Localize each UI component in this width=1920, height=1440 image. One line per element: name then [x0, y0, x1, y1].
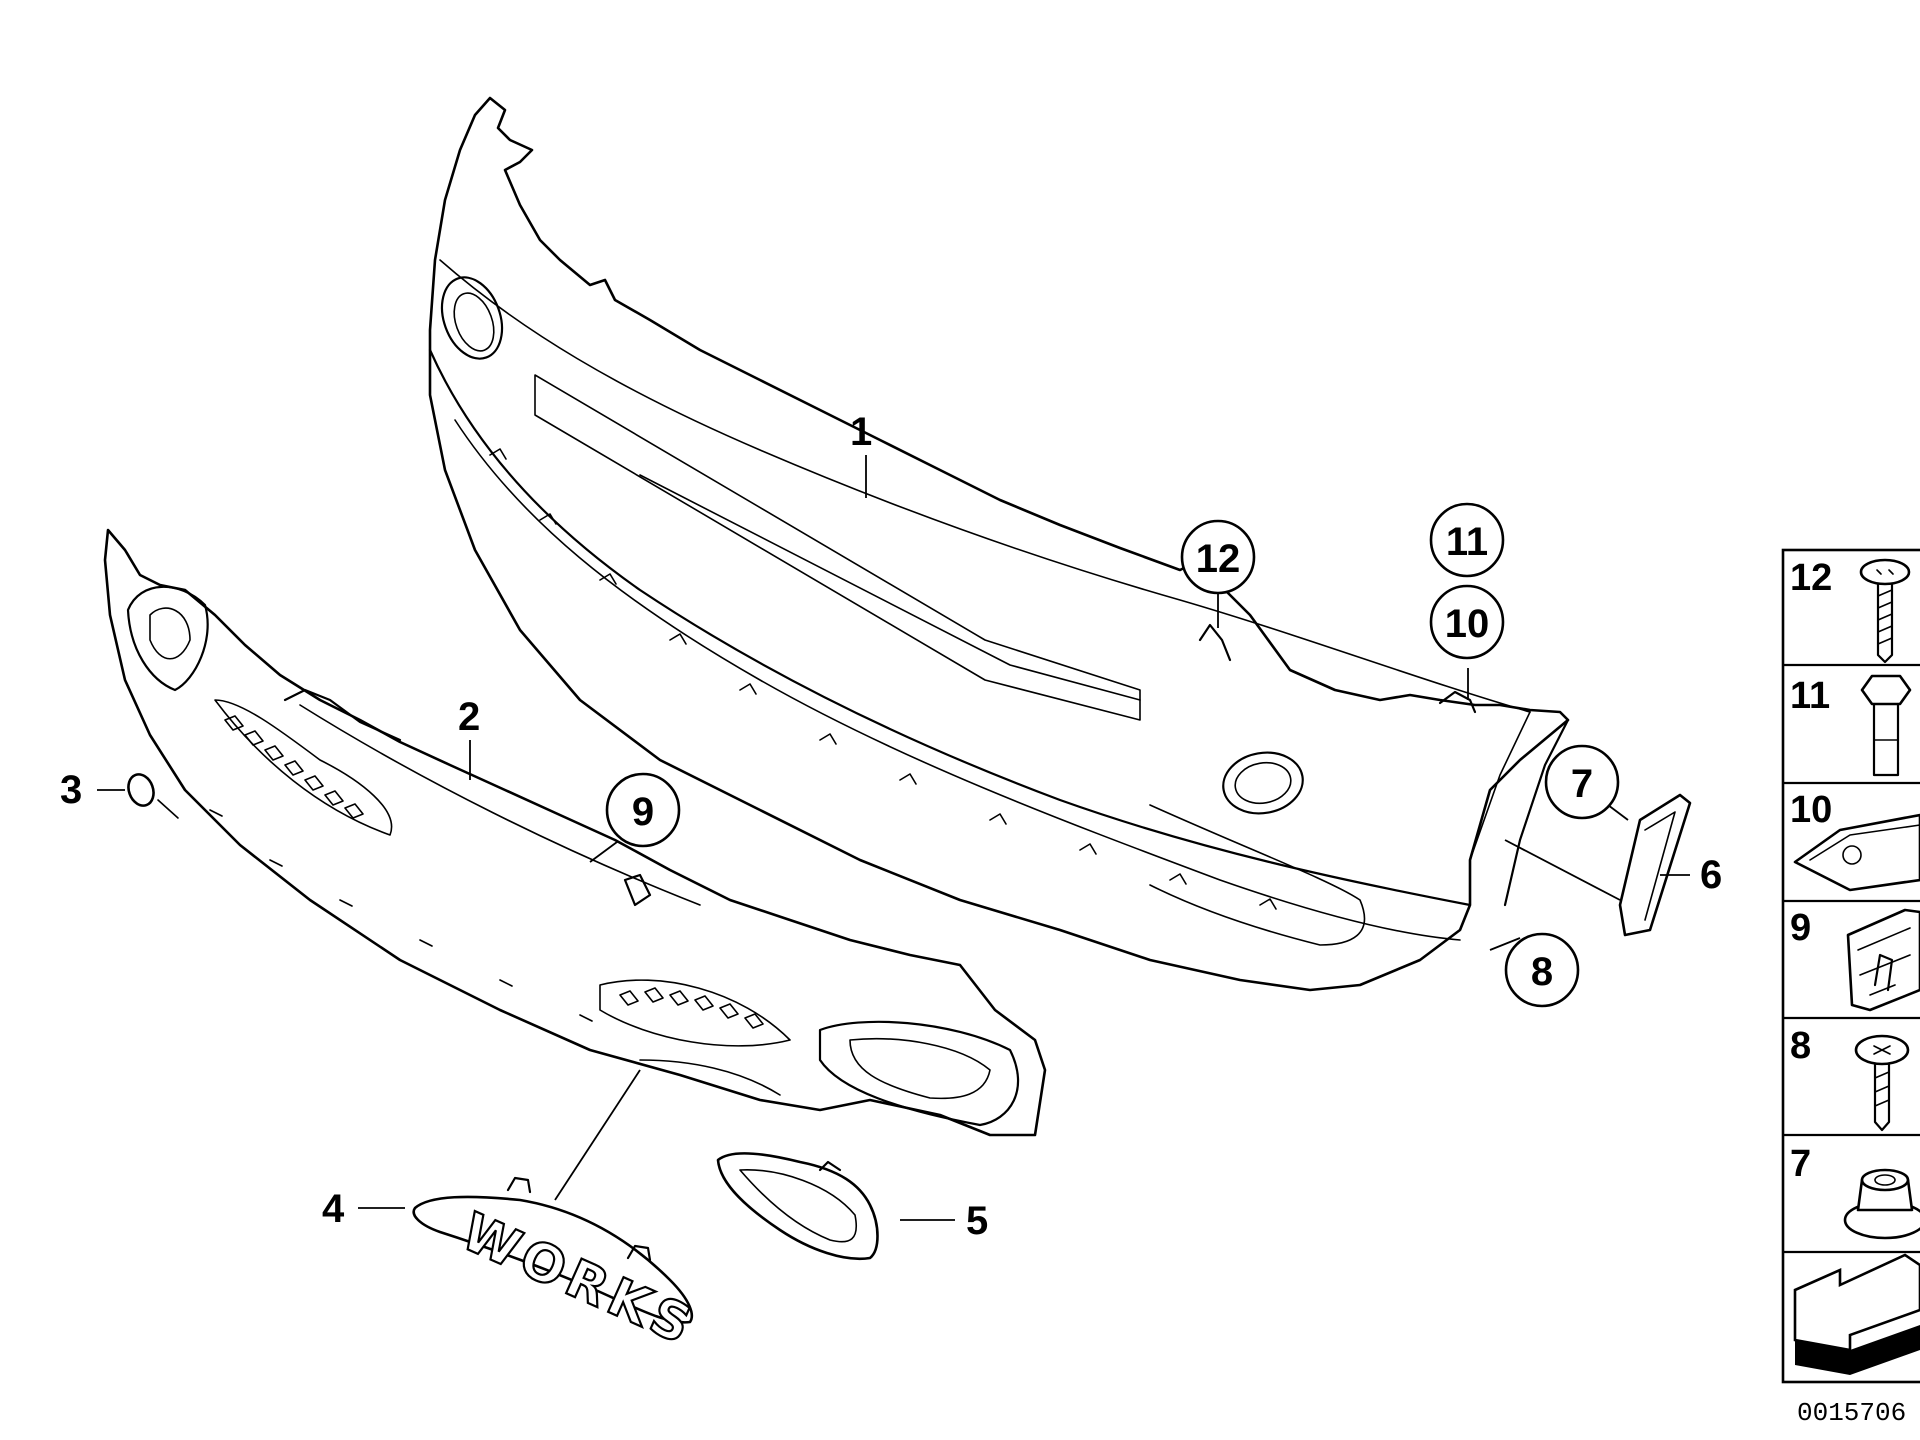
washer-screw-icon: [1854, 1034, 1910, 1132]
side-reflector: [1618, 793, 1692, 937]
label-part-10: 10: [1445, 602, 1490, 646]
fog-light-cover: [716, 1152, 879, 1261]
table-label-12: 12: [1790, 557, 1832, 599]
label-part-8: 8: [1531, 950, 1553, 994]
label-part-9: 9: [632, 790, 654, 834]
circled-labels: 12 11 10 7 8 9: [605, 502, 1620, 1008]
hex-bolt-icon: [1860, 674, 1912, 777]
reference-number: 0015706: [1797, 1398, 1906, 1428]
label-part-2: 2: [458, 695, 480, 739]
round-emblem: [127, 773, 179, 819]
table-label-11: 11: [1790, 675, 1830, 717]
plain-labels: 1 2 3 4 5 6: [60, 410, 1722, 1243]
screw-icon: [1859, 558, 1911, 664]
label-part-5: 5: [966, 1199, 988, 1243]
flange-nut-icon: [1843, 1168, 1920, 1240]
label-part-1: 1: [850, 410, 872, 454]
direction-arrow-icon: [1793, 1253, 1920, 1375]
label-part-4: 4: [322, 1187, 345, 1231]
lower-grille: [103, 528, 1047, 1137]
clip-icon: [1846, 908, 1920, 1012]
label-part-11: 11: [1446, 520, 1488, 564]
leader-lines: [97, 455, 1690, 1221]
label-part-7: 7: [1571, 762, 1593, 806]
table-label-10: 10: [1790, 789, 1832, 831]
label-part-6: 6: [1700, 853, 1722, 897]
table-label-8: 8: [1790, 1025, 1811, 1067]
speed-nut-icon: [1793, 813, 1920, 892]
table-label-7: 7: [1790, 1143, 1811, 1185]
label-part-12: 12: [1196, 537, 1241, 581]
works-emblem: WORKS: [412, 1176, 706, 1359]
label-part-3: 3: [60, 768, 82, 812]
table-label-9: 9: [1790, 907, 1811, 949]
fastener-table: 12 11 10 9 8 7: [1781, 548, 1920, 1384]
bumper-cover: [428, 96, 1570, 992]
